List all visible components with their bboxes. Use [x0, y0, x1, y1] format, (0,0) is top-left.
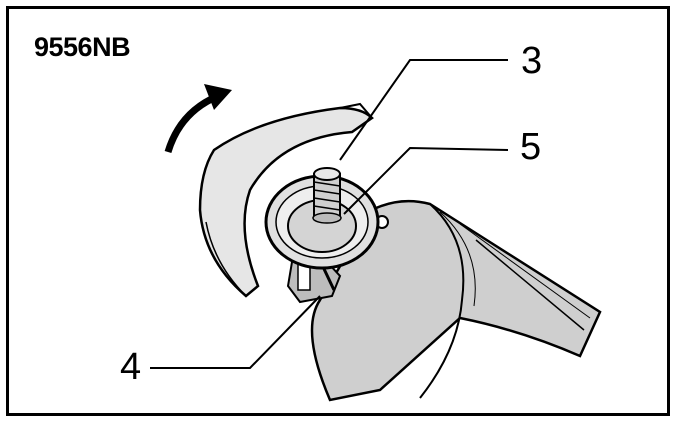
spindle [312, 167, 342, 224]
callout-4: 4 [120, 346, 142, 388]
model-label: 9556NB [34, 32, 131, 62]
callout-3: 3 [521, 40, 543, 82]
rotation-arrow-icon [164, 84, 232, 154]
wheel-guard [198, 102, 374, 298]
callout-5: 5 [520, 126, 542, 168]
leader-lines [150, 59, 509, 369]
